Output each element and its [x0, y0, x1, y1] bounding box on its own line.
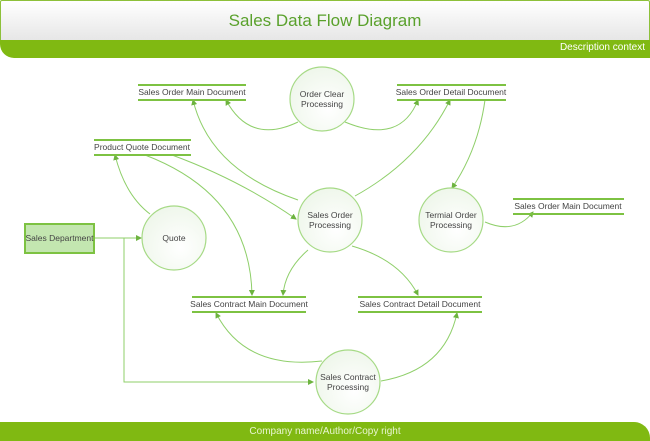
- page-title: Sales Data Flow Diagram: [228, 11, 422, 30]
- process-label: Processing: [327, 382, 369, 392]
- flow-terminal-to-somain2: [484, 211, 534, 228]
- entity-label: Sales Department: [25, 233, 94, 243]
- flow-productquote-to-scmain: [144, 154, 255, 296]
- process-quote: [141, 205, 207, 271]
- flow-salesorder-to-scmain: [280, 249, 309, 296]
- store-sales-contract-detail: Sales Contract Detail Document: [360, 299, 482, 309]
- process-label: Order Clear: [300, 89, 345, 99]
- store-sales-order-main-1: Sales Order Main Document: [138, 87, 246, 97]
- description-text: Description context: [559, 42, 645, 53]
- process-order-clear: [289, 66, 355, 132]
- flow-quote-to-productquote: [113, 154, 151, 215]
- process-terminal-order: [418, 187, 484, 253]
- flow-salesorder-to-somain: [191, 99, 299, 201]
- flow-dept-to-salescontract: [123, 238, 314, 385]
- flow-sodetail-to-terminal: [451, 99, 486, 189]
- store-product-quote: Product Quote Document: [94, 142, 191, 152]
- flow-salescontract-to-scmain: [215, 312, 323, 363]
- store-sales-contract-main: Sales Contract Main Document: [190, 299, 308, 309]
- flow-productquote-to-salesorder: [171, 154, 297, 220]
- process-label: Processing: [309, 220, 351, 230]
- footer: Company name/Author/Copy right: [0, 422, 650, 441]
- footer-text: Company name/Author/Copy right: [249, 426, 401, 437]
- store-sales-order-detail: Sales Order Detail Document: [396, 87, 507, 97]
- header: Sales Data Flow Diagram: [0, 0, 650, 41]
- flow-salescontract-to-scdetail: [380, 312, 459, 382]
- flow-orderclear-to-somain: [225, 99, 299, 131]
- process-label: Quote: [162, 233, 185, 243]
- process-label: Termial Order: [425, 210, 477, 220]
- flow-salesorder-to-scdetail: [351, 245, 419, 296]
- entity-sales-department: [24, 223, 95, 254]
- process-label: Processing: [430, 220, 472, 230]
- process-label: Sales Order: [307, 210, 353, 220]
- store-sales-order-main-2: Sales Order Main Document: [514, 201, 622, 211]
- process-label: Sales Contract: [320, 372, 376, 382]
- flow-orderclear-to-sodetail: [344, 99, 419, 131]
- process-sales-contract: [315, 349, 381, 415]
- description-bar: Description context: [0, 40, 650, 58]
- process-sales-order: [297, 187, 363, 253]
- flow-salesorder-to-sodetail: [354, 99, 451, 197]
- process-label: Processing: [301, 99, 343, 109]
